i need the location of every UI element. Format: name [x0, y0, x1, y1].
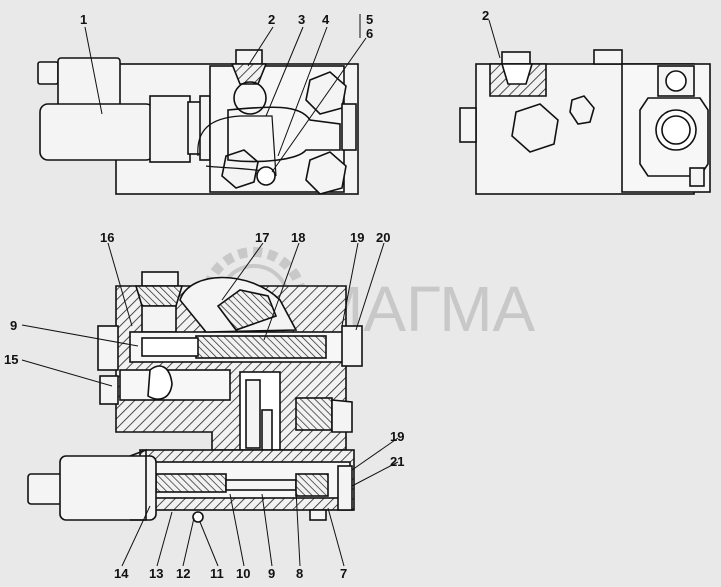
callout-2-right-view: 2 [482, 8, 489, 23]
callout-11: 11 [210, 566, 224, 581]
top-left-view [37, 49, 359, 195]
top-right-view [459, 49, 711, 195]
callout-19: 19 [350, 230, 364, 245]
callouts: 1 2 3 4 5 6 2 16 17 18 19 20 9 15 19 21 … [4, 8, 489, 581]
callout-14: 14 [114, 566, 129, 581]
callout-10: 10 [236, 566, 250, 581]
callout-4: 4 [322, 12, 330, 27]
callout-9: 9 [10, 318, 17, 333]
callout-12: 12 [176, 566, 190, 581]
callout-21: 21 [390, 454, 404, 469]
callout-9-lower: 9 [268, 566, 275, 581]
callout-15: 15 [4, 352, 18, 367]
callout-8: 8 [296, 566, 303, 581]
leader-lines [21, 14, 501, 567]
callout-5: 5 [366, 12, 373, 27]
callout-13: 13 [149, 566, 163, 581]
callout-7: 7 [340, 566, 347, 581]
section-view [27, 271, 363, 523]
callout-17: 17 [255, 230, 269, 245]
callout-6: 6 [366, 26, 373, 41]
callout-20: 20 [376, 230, 390, 245]
callout-2: 2 [268, 12, 275, 27]
callout-1: 1 [80, 12, 87, 27]
callout-18: 18 [291, 230, 305, 245]
callout-16: 16 [100, 230, 114, 245]
callout-19-lower: 19 [390, 429, 404, 444]
callout-3: 3 [298, 12, 305, 27]
